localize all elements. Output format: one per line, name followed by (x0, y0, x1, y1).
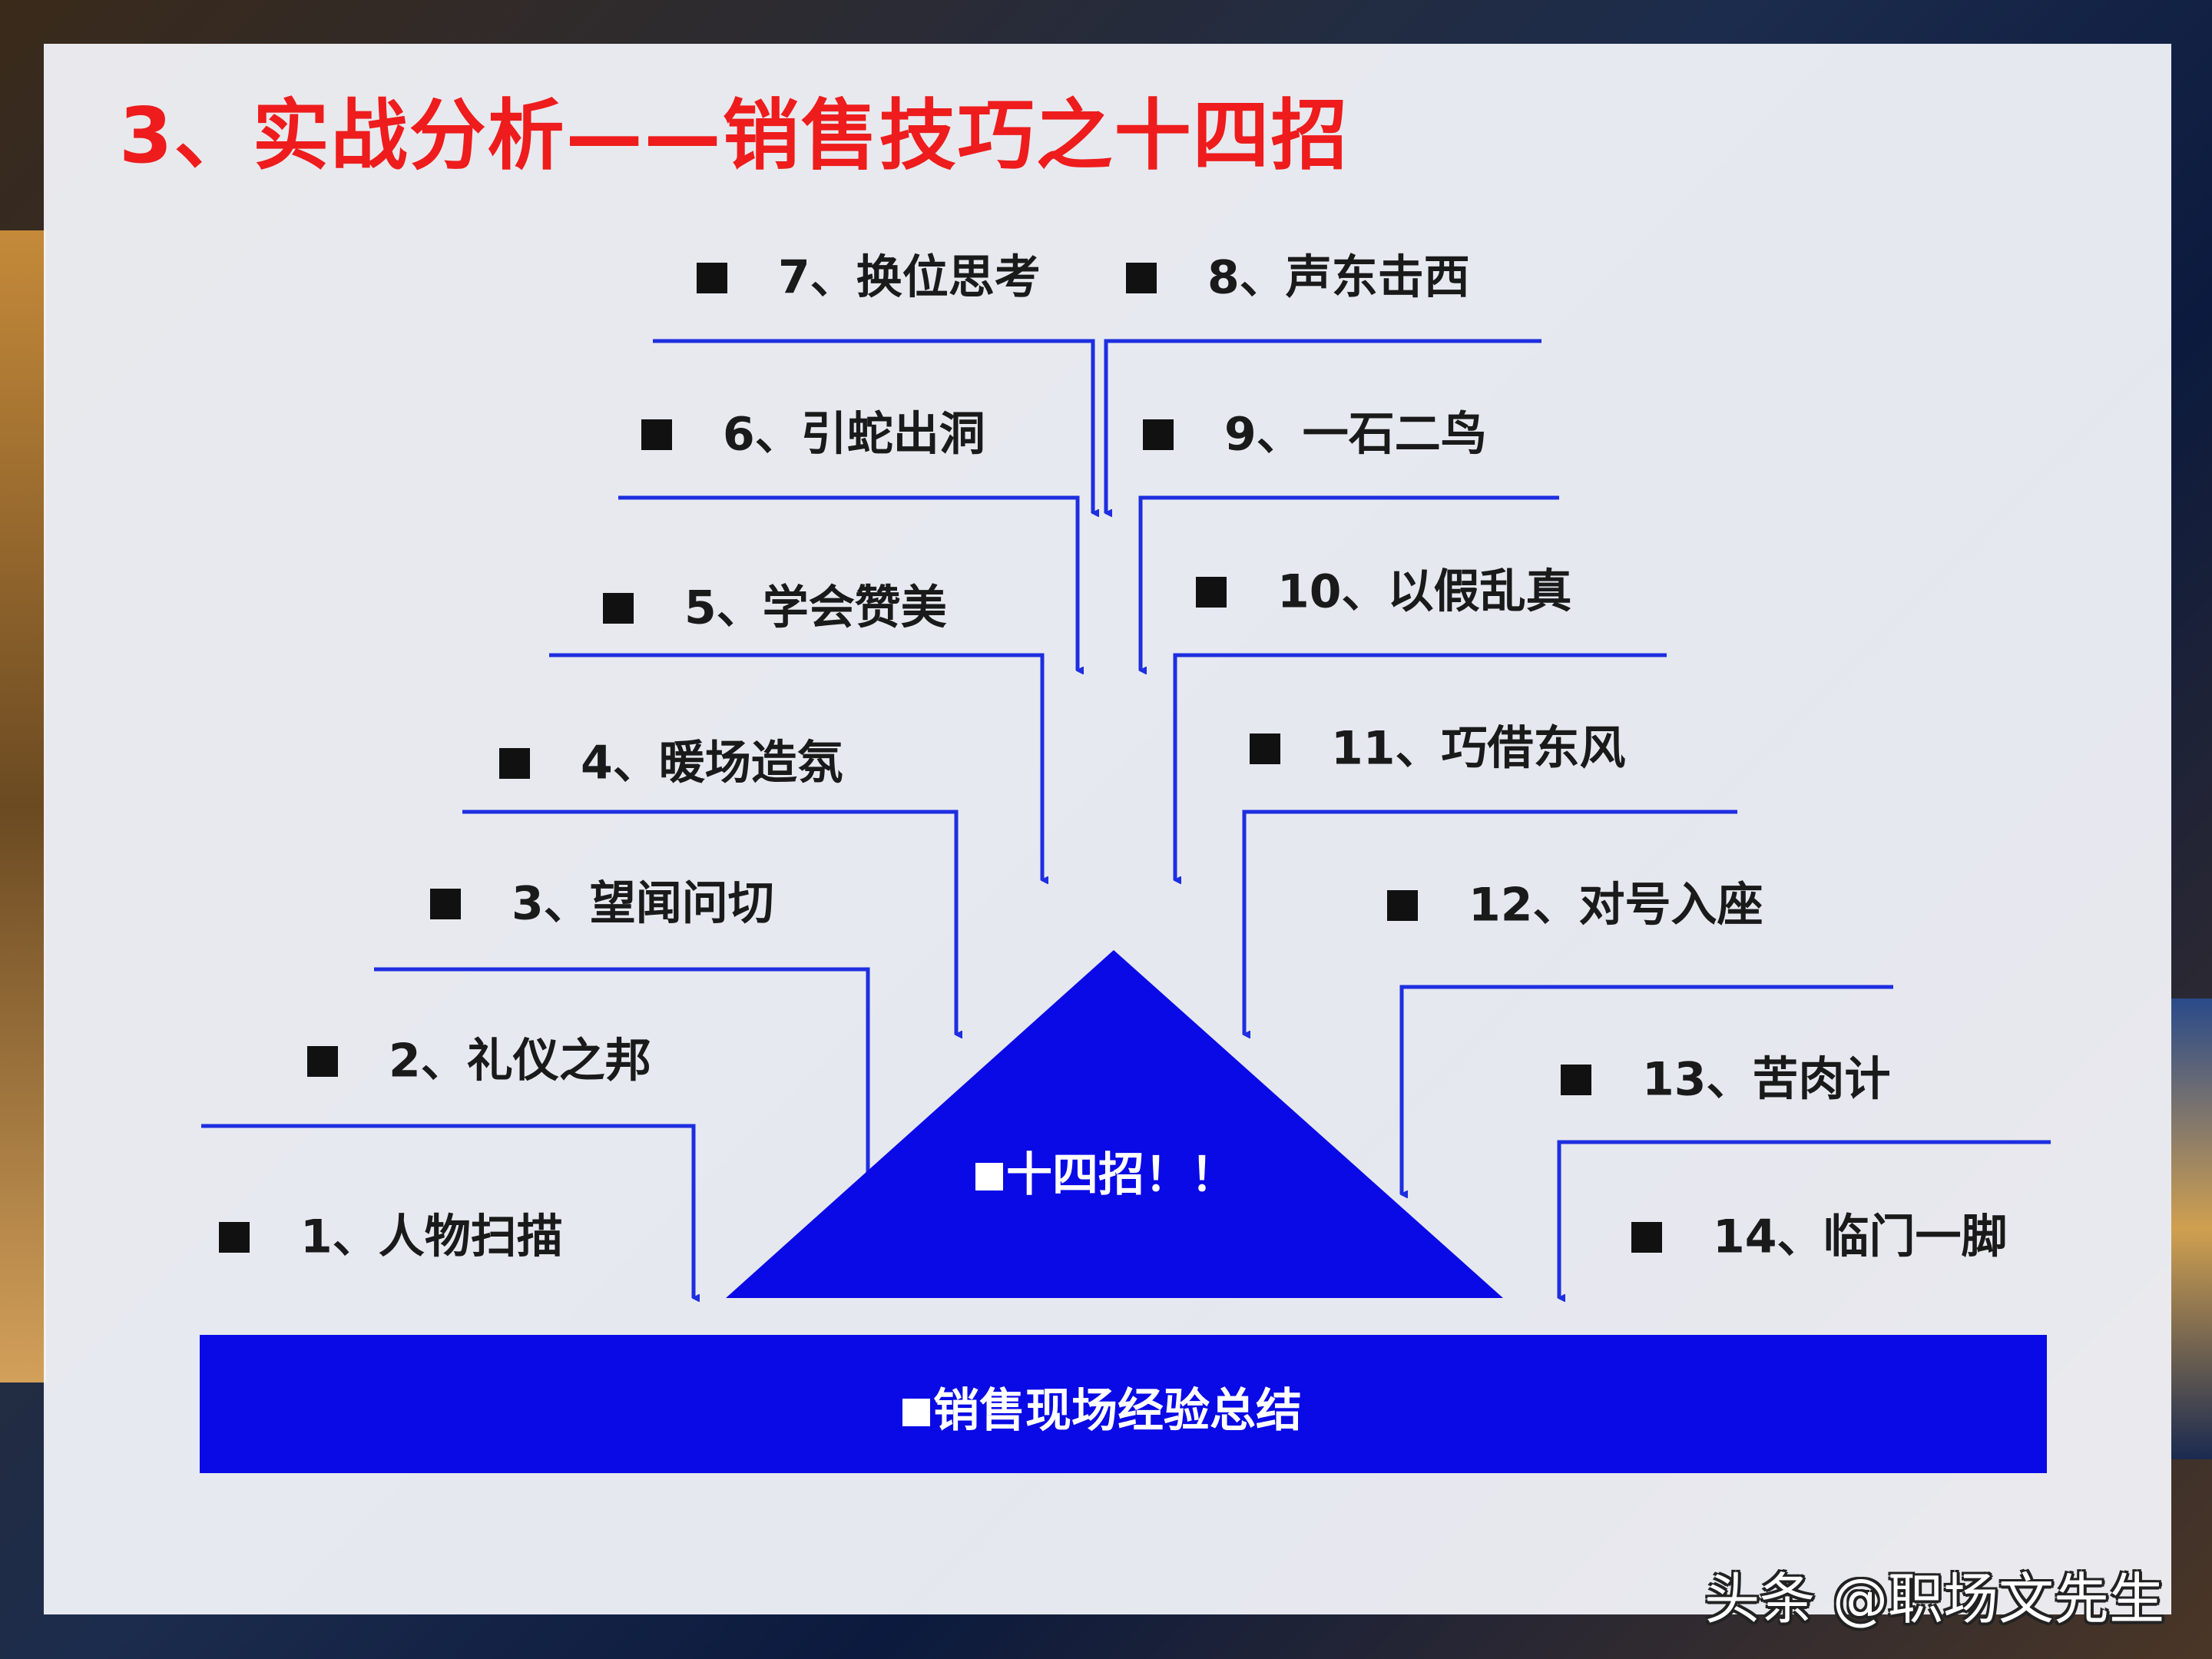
connector-arrow-12 (1557, 1140, 2051, 1298)
center-triangle (726, 950, 1503, 1298)
item-3: 3、望闻问切 (430, 870, 774, 934)
square-bullet-icon (430, 889, 461, 919)
square-bullet-icon (975, 1163, 1003, 1190)
square-bullet-icon (603, 593, 634, 624)
connector-arrow-1 (201, 1124, 694, 1298)
item-7: 7、换位思考 (697, 244, 1041, 308)
square-bullet-icon (902, 1399, 930, 1426)
base-bar (200, 1335, 2047, 1473)
connector-lines (201, 339, 2051, 1298)
item-label: 5、学会赞美 (684, 581, 947, 635)
slide-title: 3、实战分析——销售技巧之十四招 (119, 91, 1349, 180)
connector-arrow-3 (462, 810, 956, 1035)
item-label: 6、引蛇出洞 (723, 407, 985, 462)
square-bullet-icon (1196, 577, 1227, 608)
item-label: 9、一石二鸟 (1224, 407, 1487, 462)
square-bullet-icon (697, 263, 727, 293)
base-bar-label: 销售现场经验总结 (902, 1380, 1302, 1442)
connector-arrow-9 (1173, 653, 1667, 880)
square-bullet-icon (1126, 263, 1157, 293)
item-label: 12、对号入座 (1469, 878, 1763, 932)
connector-arrow-6 (653, 339, 1093, 513)
item-label: 11、巧借东风 (1331, 721, 1626, 776)
item-label: 2、礼仪之邦 (389, 1034, 651, 1088)
base-bar-label-text: 销售现场经验总结 (933, 1384, 1302, 1438)
square-bullet-icon (307, 1046, 338, 1077)
triangle-label: 十四招！！ (975, 1144, 1237, 1206)
connector-arrow-4 (549, 653, 1042, 880)
item-11: 11、巧借东风 (1250, 715, 1626, 779)
item-label: 14、临门一脚 (1713, 1210, 2008, 1264)
watermark: 头条 @职场文先生 (1704, 1567, 2164, 1631)
item-1: 1、人物扫描 (219, 1204, 563, 1267)
item-label: 1、人物扫描 (300, 1210, 563, 1264)
item-8: 8、声东击西 (1126, 244, 1470, 308)
connector-arrow-2 (374, 967, 868, 1173)
square-bullet-icon (1561, 1065, 1591, 1095)
connector-arrow-10 (1242, 810, 1737, 1035)
item-2: 2、礼仪之邦 (307, 1028, 651, 1091)
item-5: 5、学会赞美 (603, 575, 947, 638)
item-label: 4、暖场造氛 (581, 736, 843, 790)
item-9: 9、一石二鸟 (1143, 401, 1487, 465)
item-label: 8、声东击西 (1207, 250, 1470, 305)
connector-arrow-11 (1399, 985, 1893, 1194)
item-label: 7、换位思考 (778, 250, 1041, 305)
item-label: 10、以假乱真 (1277, 565, 1572, 619)
item-10: 10、以假乱真 (1196, 558, 1572, 622)
square-bullet-icon (1387, 890, 1418, 921)
square-bullet-icon (1631, 1222, 1662, 1253)
square-bullet-icon (219, 1222, 250, 1253)
item-4: 4、暖场造氛 (499, 730, 843, 793)
item-14: 14、临门一脚 (1631, 1204, 2008, 1267)
square-bullet-icon (1143, 419, 1174, 450)
item-12: 12、对号入座 (1387, 872, 1763, 935)
triangle-label-text: 十四招！！ (1006, 1148, 1237, 1202)
square-bullet-icon (641, 419, 672, 450)
connector-arrow-5 (618, 495, 1078, 671)
item-6: 6、引蛇出洞 (641, 401, 985, 465)
connector-arrow-7 (1104, 339, 1541, 513)
item-label: 3、望闻问切 (512, 876, 774, 931)
item-13: 13、苦肉计 (1561, 1046, 1891, 1110)
square-bullet-icon (1250, 733, 1280, 764)
connector-arrow-8 (1138, 495, 1559, 671)
item-label: 13、苦肉计 (1642, 1052, 1891, 1107)
square-bullet-icon (499, 748, 530, 779)
